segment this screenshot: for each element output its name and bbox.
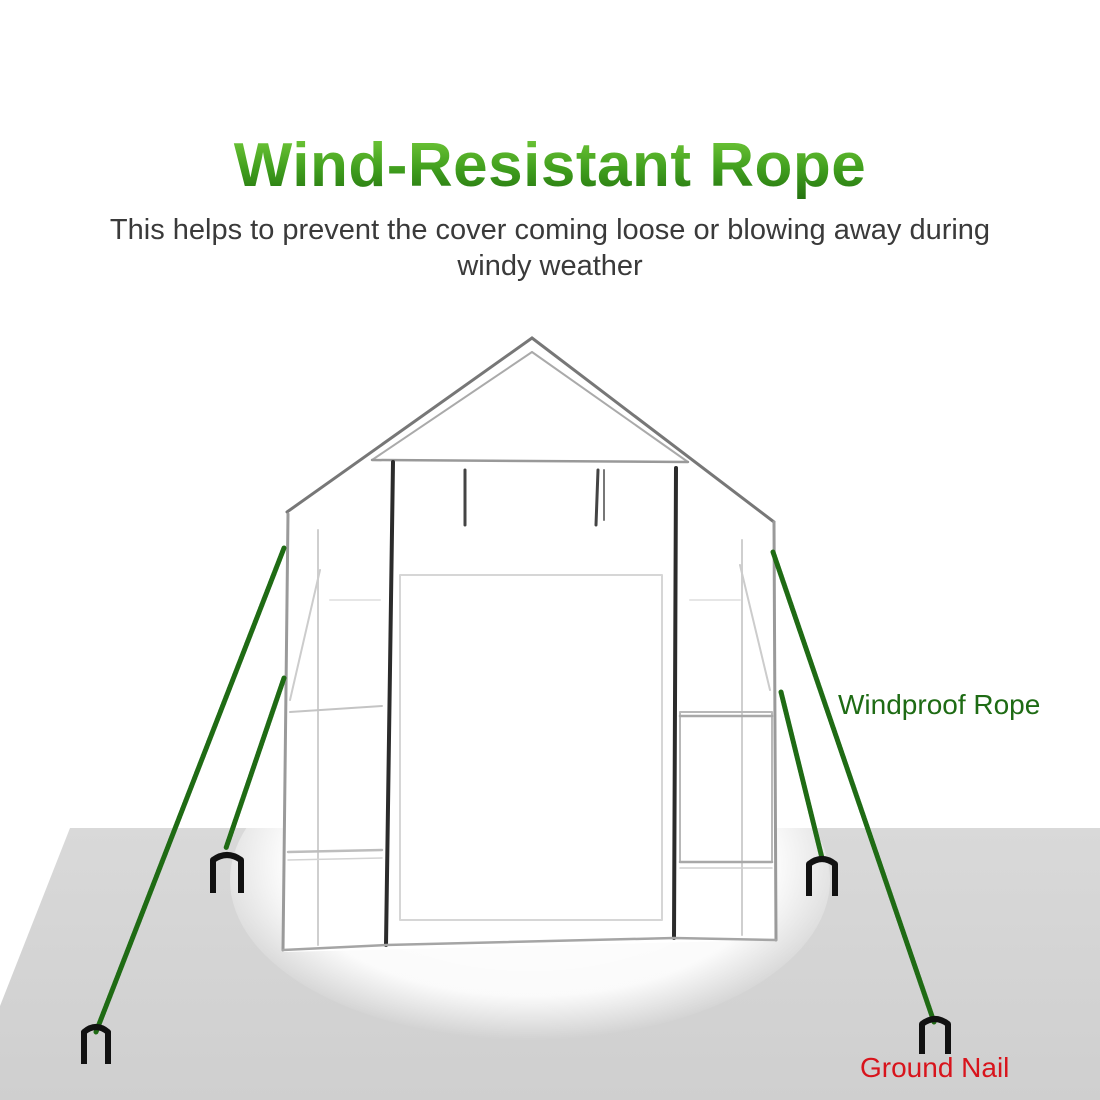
ground-nail-back-left: [210, 852, 244, 893]
subheadline: This helps to prevent the cover coming l…: [109, 214, 991, 282]
door-tie-right: [594, 468, 600, 527]
rope-back-right: [778, 689, 825, 861]
ground-nail-back-right: [806, 856, 838, 896]
roof-left-edge: [285, 336, 534, 514]
headline: Wind-Resistant Rope: [0, 128, 1100, 204]
door-frame-right: [672, 466, 678, 940]
right-wall-post: [772, 520, 778, 942]
roof-inner-right: [531, 351, 689, 463]
left-shelf-1: [289, 705, 383, 713]
greenhouse-roof: [283, 338, 776, 952]
left-shelf-3: [287, 857, 383, 861]
roof-right-edge: [530, 336, 776, 524]
windproof-ropes: [93, 545, 937, 1035]
cover-fold-3: [739, 564, 771, 691]
left-shelf-2: [286, 848, 384, 854]
ground-nail-front-right: [919, 1016, 951, 1054]
left-wall-post: [281, 512, 290, 952]
ground-nails: [81, 852, 951, 1064]
windproof-rope-label: Windproof Rope: [838, 689, 1041, 720]
roof-beam: [370, 458, 690, 464]
rope-front-right: [770, 549, 937, 1025]
rope-back-left: [223, 675, 287, 851]
greenhouse: [281, 336, 778, 952]
door-panel: [399, 574, 663, 921]
ground-nail-label: Ground Nail: [860, 1052, 1010, 1083]
ground-nail-front-left: [81, 1024, 111, 1064]
roof-inner-left: [371, 351, 533, 461]
greenhouse-base: [281, 936, 778, 952]
cover-fold-4: [289, 569, 321, 701]
door-frame-left: [384, 460, 395, 947]
rope-front-left: [93, 545, 287, 1035]
